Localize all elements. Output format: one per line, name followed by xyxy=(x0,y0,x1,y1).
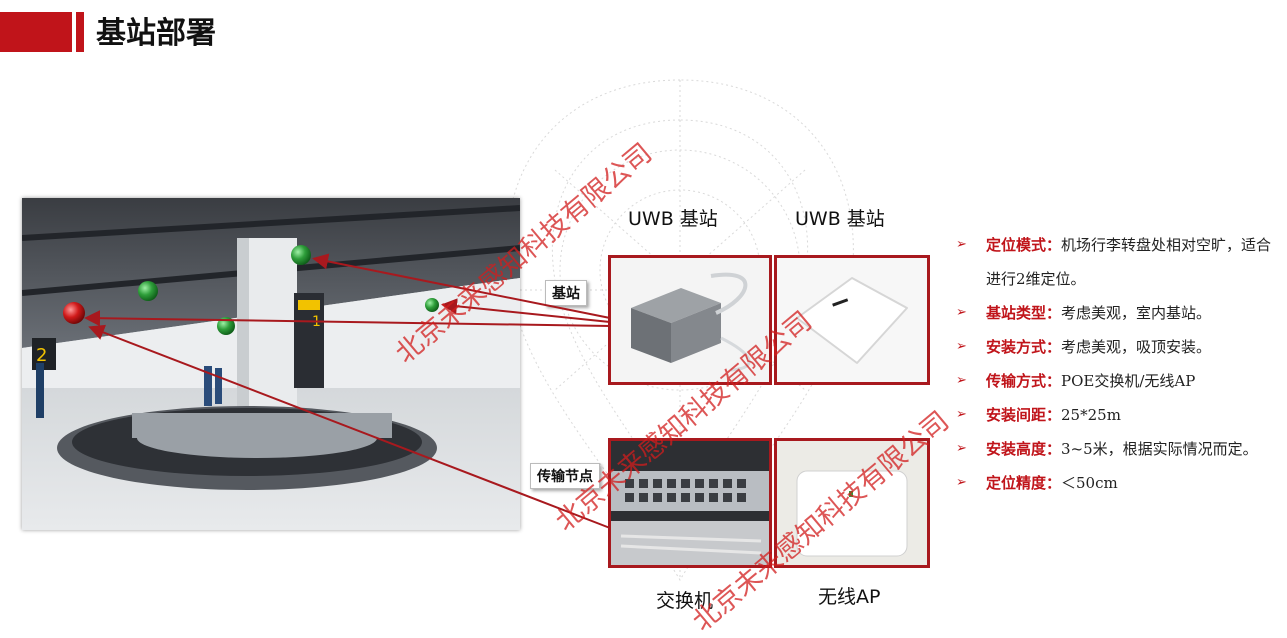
bullet-arrow-icon: ➢ xyxy=(956,441,967,456)
wireless-ap-icon xyxy=(777,441,927,565)
caption-uwb-right: UWB 基站 xyxy=(795,208,885,230)
uwb-marker-green-3 xyxy=(217,317,235,335)
spec-item: ➢安装间距：25*25m xyxy=(954,398,1280,432)
caption-uwb-left: UWB 基站 xyxy=(628,208,718,230)
baggage-hall-illustration: 2 1 xyxy=(22,198,520,530)
bullet-arrow-icon: ➢ xyxy=(956,373,967,388)
spec-item: ➢安装方式：考虑美观，吸顶安装。 xyxy=(954,330,1280,364)
title-accent-bar xyxy=(0,12,72,52)
title-accent-bar-thin xyxy=(76,12,84,52)
uwb-station-box-image xyxy=(608,255,772,385)
spec-item: ➢基站类型：考虑美观，室内基站。 xyxy=(954,296,1280,330)
uwb-box-icon xyxy=(611,258,769,382)
baggage-hall-photo: 2 1 xyxy=(22,198,520,530)
bullet-arrow-icon: ➢ xyxy=(956,407,967,422)
bullet-arrow-icon: ➢ xyxy=(956,237,967,252)
caption-wireless-ap: 无线AP xyxy=(818,586,881,608)
uwb-station-ceiling-image xyxy=(774,255,930,385)
gate-sign-2: 2 xyxy=(36,345,47,366)
spec-list: ➢定位模式：机场行李转盘处相对空旷，适合进行2维定位。 ➢基站类型：考虑美观，室… xyxy=(954,228,1280,500)
bullet-arrow-icon: ➢ xyxy=(956,475,967,490)
uwb-marker-green-1 xyxy=(291,245,311,265)
page-title: 基站部署 xyxy=(96,16,216,51)
wireless-ap-image xyxy=(774,438,930,568)
bullet-arrow-icon: ➢ xyxy=(956,305,967,320)
poe-switch-image xyxy=(608,438,772,568)
spec-item: ➢定位精度：＜50cm xyxy=(954,466,1280,500)
spec-item: ➢传输方式：POE交换机/无线AP xyxy=(954,364,1280,398)
gate-sign-1: 1 xyxy=(312,314,321,330)
caption-switch: 交换机 xyxy=(656,590,714,612)
tag-base-station: 基站 xyxy=(545,280,587,306)
spec-item: ➢定位模式：机场行李转盘处相对空旷，适合进行2维定位。 xyxy=(954,228,1280,296)
ceiling-ap-icon xyxy=(777,258,927,382)
spec-item: ➢安装高度：3~5米，根据实际情况而定。 xyxy=(954,432,1280,466)
bullet-arrow-icon: ➢ xyxy=(956,339,967,354)
switch-icon xyxy=(611,441,769,565)
uwb-marker-green-2 xyxy=(138,281,158,301)
uwb-marker-red xyxy=(63,302,85,324)
